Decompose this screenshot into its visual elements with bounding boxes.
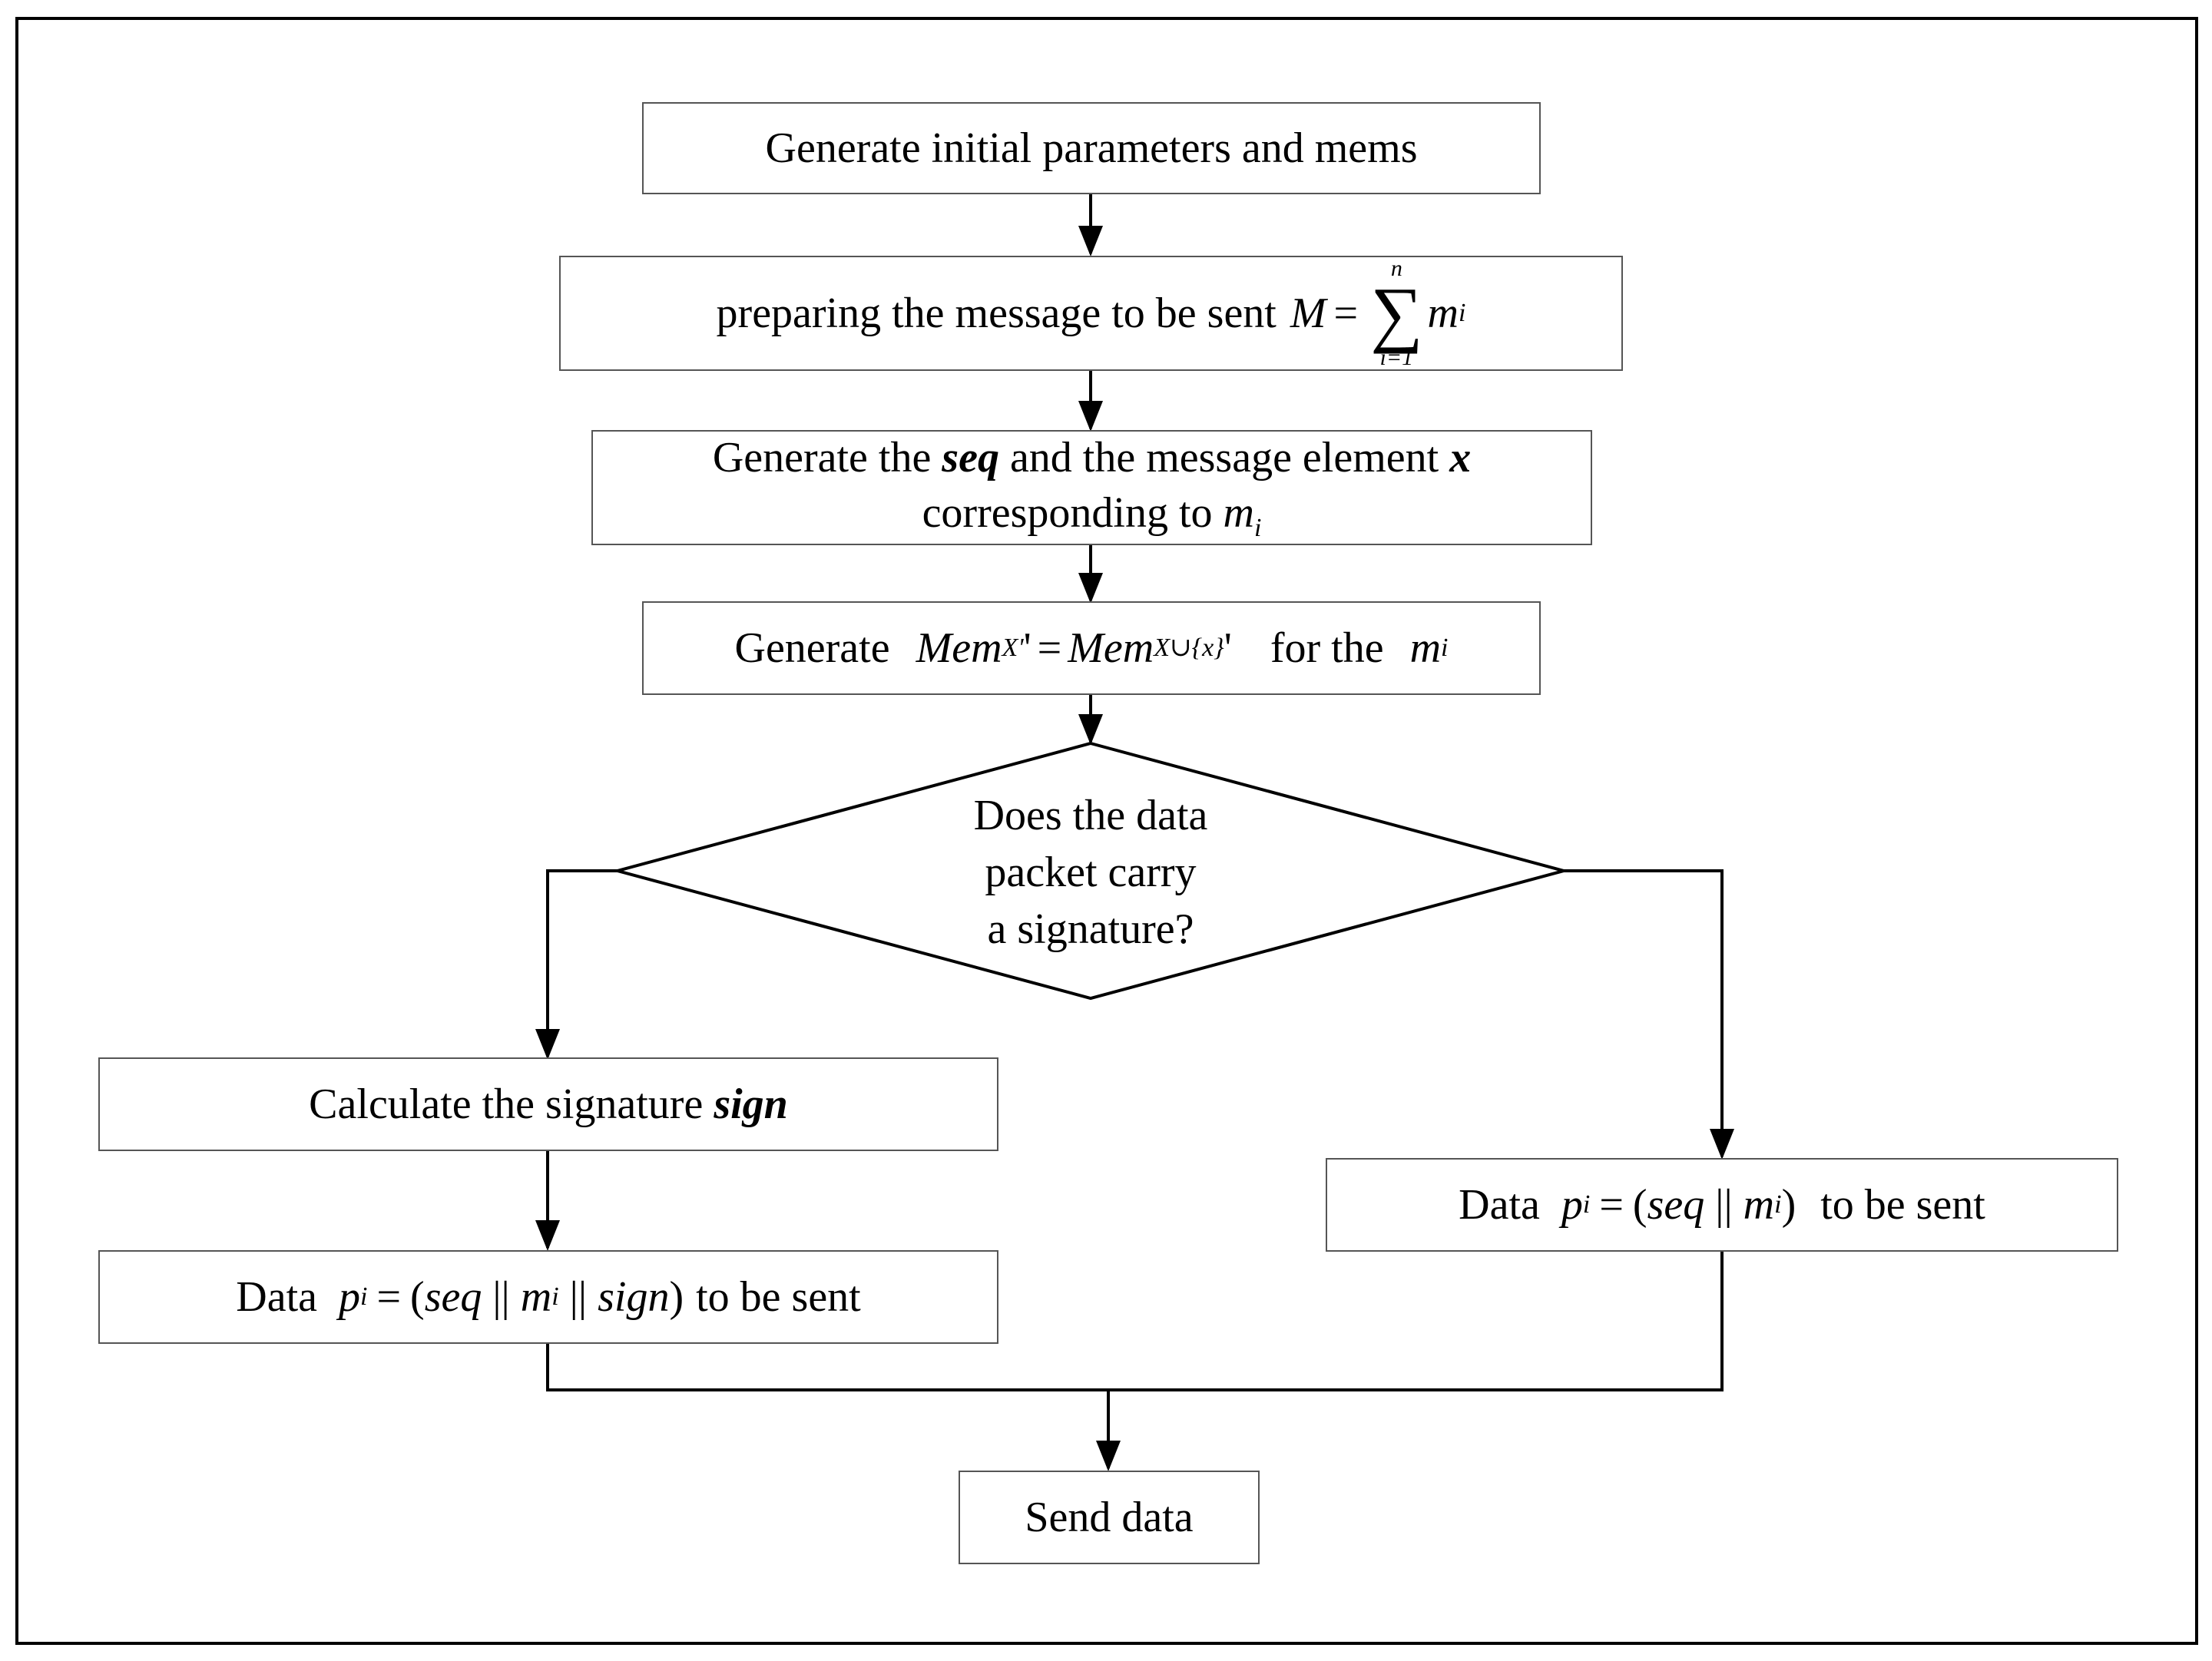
text-message-element: and the message element: [998, 433, 1450, 481]
node-generate-seq-line1: Generate the seq and the message element…: [713, 430, 1471, 486]
text-sep1: ||: [482, 1272, 521, 1321]
node-send-data-label: Send data: [1025, 1493, 1194, 1541]
node-generate-params: Generate initial parameters and mems: [642, 102, 1541, 194]
text-m-sub: i: [551, 1282, 559, 1311]
text-seq: seq: [942, 433, 999, 481]
edge-merge: [546, 1252, 1724, 1391]
node-send-data: Send data: [959, 1471, 1260, 1564]
node-prepare-message-label: preparing the message to be sent: [716, 289, 1277, 337]
mem-left-sub: X': [1002, 633, 1024, 662]
text-m: m: [520, 1272, 552, 1321]
decision-line1: Does the data: [973, 792, 1208, 839]
text-generate: Generate: [734, 624, 890, 672]
sigma-symbol: ∑: [1370, 271, 1423, 354]
decision-diamond: [611, 741, 1570, 1001]
text-open-paren: (: [1632, 1180, 1647, 1229]
mem-equals: =: [1037, 624, 1062, 672]
decision-label: Does the data packet carry a signature?: [922, 787, 1260, 958]
formula-term-sub: i: [1459, 298, 1466, 327]
text-m: m: [1223, 489, 1254, 538]
text-for-the: for the: [1270, 624, 1384, 672]
node-generate-seq-line2: corresponding to mi: [922, 485, 1262, 545]
formula-term: m: [1427, 289, 1459, 337]
text-m-sub: i: [1774, 1190, 1782, 1219]
text-calculate-signature: Calculate the signature: [309, 1080, 714, 1128]
text-open-paren: (: [410, 1272, 425, 1321]
text-p-sub: i: [359, 1282, 368, 1311]
text-p: p: [1561, 1180, 1583, 1229]
mem-right: Mem: [1068, 624, 1154, 672]
text-m: m: [1409, 624, 1442, 672]
text-data: Data: [236, 1272, 317, 1321]
formula-m-upper: M: [1290, 289, 1326, 337]
text-sign: sign: [598, 1272, 670, 1321]
node-prepare-message: preparing the message to be sent M = n ∑…: [559, 256, 1623, 371]
mem-right-prime: ': [1224, 624, 1232, 672]
text-p: p: [338, 1272, 360, 1321]
mem-left-prime: ': [1023, 624, 1031, 672]
edge-decision-n7: [1564, 869, 1734, 1160]
text-m-sub: i: [1441, 633, 1449, 662]
text-sep1: ||: [1704, 1180, 1743, 1229]
text-to-be-sent: to be sent: [696, 1272, 861, 1321]
sum-lower-limit: i=1: [1379, 345, 1414, 371]
node-generate-seq: Generate the seq and the message element…: [591, 430, 1592, 545]
decision-line3: a signature?: [987, 905, 1194, 953]
node-generate-params-label: Generate initial parameters and mems: [765, 124, 1418, 172]
text-seq: seq: [424, 1272, 482, 1321]
mem-right-sub: X∪{x}: [1154, 633, 1224, 662]
text-close-paren: ): [1781, 1180, 1796, 1229]
text-p-sub: i: [1582, 1190, 1591, 1219]
text-corresponding-to: corresponding to: [922, 489, 1224, 538]
text-data: Data: [1459, 1180, 1540, 1229]
decision-line2: packet carry: [985, 849, 1197, 896]
text-to-be-sent: to be sent: [1820, 1180, 1985, 1229]
summation: n ∑ i=1: [1370, 255, 1423, 371]
sum-upper-limit: n: [1390, 255, 1402, 281]
text-sign: sign: [714, 1080, 788, 1128]
text-m: m: [1743, 1180, 1775, 1229]
text-seq: seq: [1647, 1180, 1705, 1229]
text-m-sub: i: [1253, 514, 1262, 543]
mem-left: Mem: [916, 624, 1002, 672]
text-equals: =: [376, 1272, 402, 1321]
text-generate-the: Generate the: [712, 433, 942, 481]
text-x: x: [1449, 433, 1472, 481]
formula-equals: =: [1333, 289, 1359, 337]
text-equals: =: [1599, 1180, 1624, 1229]
node-calculate-signature: Calculate the signature sign: [98, 1057, 998, 1151]
text-sep2: ||: [558, 1272, 598, 1321]
edge-decision-n5: [535, 869, 618, 1060]
diagram-frame: [15, 17, 2198, 1645]
text-close-paren: ): [669, 1272, 684, 1321]
